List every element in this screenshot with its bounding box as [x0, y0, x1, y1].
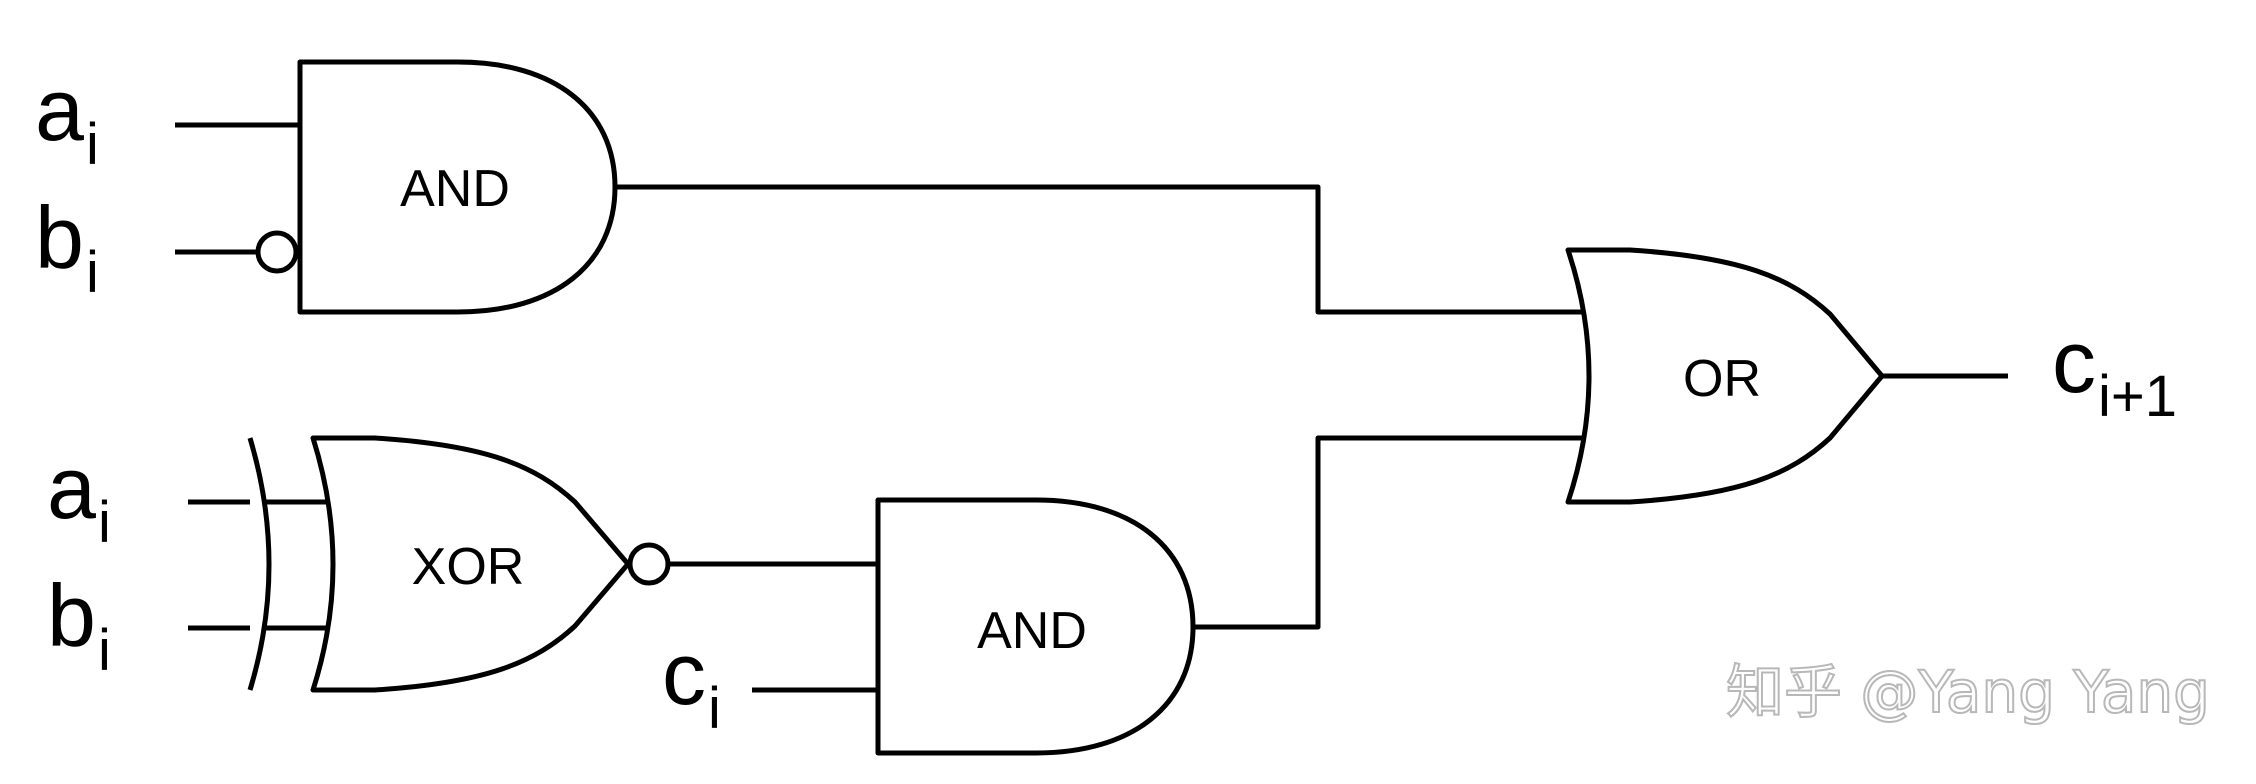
- wire-and-bottom-to-or: [1193, 435, 1586, 630]
- inverter-bubble-xnor: [627, 542, 671, 586]
- inverter-bubble-b: [255, 230, 299, 274]
- or-gate-body: [1565, 247, 1885, 505]
- xor-gate-body: [310, 435, 631, 693]
- xnor-gate: XOR: [247, 435, 671, 693]
- and-gate-top-label: AND: [400, 160, 510, 218]
- xor-extra-input-curve: [247, 437, 272, 691]
- xor-gate-label: XOR: [412, 538, 525, 596]
- wire-and-top-to-or: [613, 184, 1586, 315]
- and-gate-bottom: AND: [875, 497, 1196, 756]
- input-label-b-bottom: bi: [47, 566, 111, 683]
- input-label-a-top: ai: [35, 60, 99, 177]
- input-label-b-top: bi: [35, 188, 99, 305]
- and-gate-bottom-label: AND: [977, 602, 1087, 660]
- input-label-c-in: ci: [662, 624, 721, 741]
- or-gate: OR: [1565, 247, 1885, 505]
- watermark-text: 知乎 @Yang Yang: [1726, 658, 2210, 726]
- output-label-c-next: ci+1: [2052, 312, 2177, 429]
- input-label-a-bottom: ai: [47, 438, 111, 555]
- and-gate-top-body: [297, 59, 618, 315]
- and-gate-bottom-body: [875, 497, 1196, 756]
- and-gate-top: AND: [255, 59, 618, 315]
- or-gate-label: OR: [1683, 350, 1761, 408]
